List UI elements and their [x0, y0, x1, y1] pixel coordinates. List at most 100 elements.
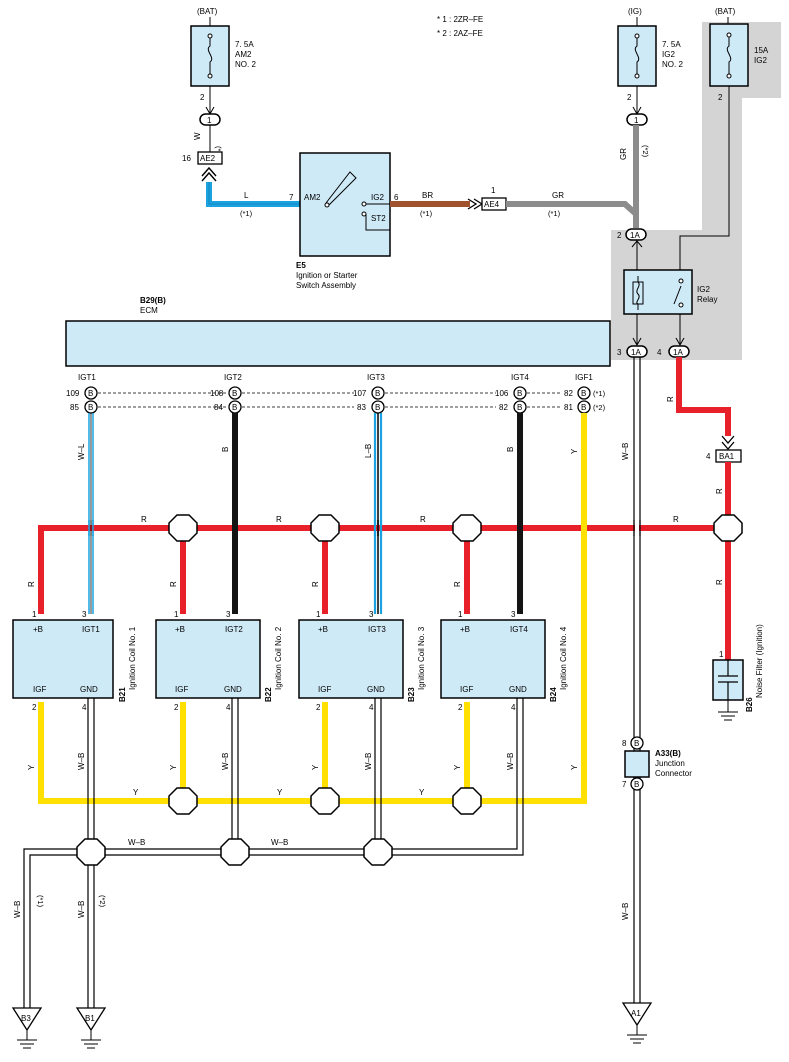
wire-lb-label: L–B	[364, 444, 373, 458]
noise-filter-ground-icon	[718, 700, 738, 721]
coil3-code: B23	[407, 687, 416, 702]
fuse-am2-pin: 2	[200, 93, 205, 102]
wire-lb	[373, 413, 383, 614]
coil4-name: Ignition Coil No. 4	[559, 626, 568, 690]
wire-y-label-4: Y	[453, 764, 462, 770]
ecm-pin-109: 109	[66, 389, 80, 398]
ae2-label: AE2	[200, 154, 216, 163]
switch-pin-7: 7	[289, 193, 294, 202]
coil1-gnd: GND	[80, 685, 98, 694]
ecm-name: ECM	[140, 306, 158, 315]
ecm-note-1: (*1)	[593, 389, 606, 398]
junction-letter-8: B	[634, 739, 639, 748]
wire-l-label: L	[244, 191, 249, 200]
junction-pin-8: 8	[622, 739, 627, 748]
wire-r-v-label-3: R	[311, 581, 320, 587]
ecm-term-igt1: IGT1	[78, 373, 96, 382]
coil1-pin4: 4	[82, 703, 87, 712]
wire-wb-label-3: W–B	[364, 753, 373, 770]
ecm-pin-108: 108	[210, 389, 224, 398]
ae2-connector	[197, 151, 223, 165]
ecm-term-igt4: IGT4	[511, 373, 529, 382]
note-1: * 1 : 2ZR–FE	[437, 15, 483, 24]
coil3-pin4: 4	[369, 703, 374, 712]
relay-switch-icon	[673, 285, 682, 305]
coil4-pin2: 2	[458, 703, 463, 712]
ig-ring-label: 1	[634, 116, 639, 125]
coil4-plusb: +B	[460, 625, 470, 634]
ba1-label: BA1	[719, 452, 735, 461]
wire-wb-h-label-2: W–B	[271, 838, 288, 847]
coil4-pin1: 1	[458, 610, 463, 619]
wire-r-bus	[38, 525, 728, 614]
wire-y-label-2: Y	[169, 764, 178, 770]
ae4-label: AE4	[484, 200, 500, 209]
ecm-pin-letter-2a: B	[232, 389, 237, 398]
ecm-pin-84: 84	[214, 403, 223, 412]
wire-r-h-label-3: R	[420, 515, 426, 524]
fuse-am2-rating: 7. 5A	[235, 40, 254, 49]
coil4-igf: IGF	[460, 685, 473, 694]
wire-wb-right-label-2: W–B	[621, 903, 630, 920]
wire-wl	[88, 413, 94, 614]
yellow-bus-splices	[168, 787, 482, 815]
wire-r-v-label-4: R	[453, 581, 462, 587]
wire-r-v-label-2: R	[169, 581, 178, 587]
ecm-code: B29(B)	[140, 296, 166, 305]
ae2-pin: 16	[182, 154, 191, 163]
ecm-pin-107: 107	[353, 389, 367, 398]
coil4-gnd: GND	[509, 685, 527, 694]
ecm-term-igt2: IGT2	[224, 373, 242, 382]
wire-gr-label: GR	[552, 191, 564, 200]
coil2-pin4: 4	[226, 703, 231, 712]
coil2-plusb: +B	[175, 625, 185, 634]
coil3-name: Ignition Coil No. 3	[417, 626, 426, 690]
coil4-code: B24	[549, 687, 558, 702]
fuse-am2-name: AM2	[235, 50, 252, 59]
wire-wb-label-4: W–B	[506, 753, 515, 770]
coil2-pin3: 3	[226, 610, 231, 619]
coil3-igt: IGT3	[368, 625, 386, 634]
ground-b1: B1	[75, 1007, 107, 1049]
coil1-name: Ignition Coil No. 1	[128, 626, 137, 690]
coil3-pin1: 1	[316, 610, 321, 619]
wire-y-h-label-1: Y	[133, 788, 139, 797]
coil1-igt: IGT1	[82, 625, 100, 634]
coil3-pin2: 2	[316, 703, 321, 712]
coil1-plusb: +B	[33, 625, 43, 634]
ring-1a-pin4-num: 4	[657, 348, 662, 357]
ecm-pin-83: 83	[357, 403, 366, 412]
switch-pin-6: 6	[394, 193, 399, 202]
ecm-pin-letter-3b: B	[375, 403, 380, 412]
wire-b-igt2-label: B	[221, 447, 230, 452]
fuse-ig2-icon	[634, 36, 640, 76]
coil3-plusb: +B	[318, 625, 328, 634]
ecm-pin-82: 82	[499, 403, 508, 412]
wire-r-v-label-1: R	[27, 581, 36, 587]
wire-y-label-right: Y	[570, 764, 579, 770]
junction-pin-7: 7	[622, 780, 627, 789]
wire-wl-label: W–L	[77, 443, 86, 460]
wire-y-h-label-3: Y	[419, 788, 425, 797]
coil2-pin1: 1	[174, 610, 179, 619]
ring-1a-pin4-label: 1A	[673, 348, 683, 357]
wire-y-label-1: Y	[27, 764, 36, 770]
ecm-pin-letter-2b: B	[232, 403, 237, 412]
note-2: * 2 : 2AZ–FE	[437, 29, 483, 38]
wire-br-note: (*1)	[420, 209, 433, 218]
coil3-igf: IGF	[318, 685, 331, 694]
fuse-15a-icon	[726, 35, 732, 76]
coil1-pin3: 3	[82, 610, 87, 619]
coil4-pin4: 4	[511, 703, 516, 712]
capacitor-icon	[718, 660, 738, 700]
ae4-pin: 1	[491, 186, 496, 195]
wire-l	[206, 182, 300, 207]
coil2-gnd: GND	[224, 685, 242, 694]
wire-r-ba1-label: R	[715, 488, 724, 494]
junction-letter-7: B	[634, 780, 639, 789]
fuse-am2-icon	[207, 36, 213, 76]
relay-label-1: IG2	[697, 285, 710, 294]
ecm-pin-row-1	[98, 392, 560, 408]
ground-a1: A1	[621, 1002, 653, 1044]
